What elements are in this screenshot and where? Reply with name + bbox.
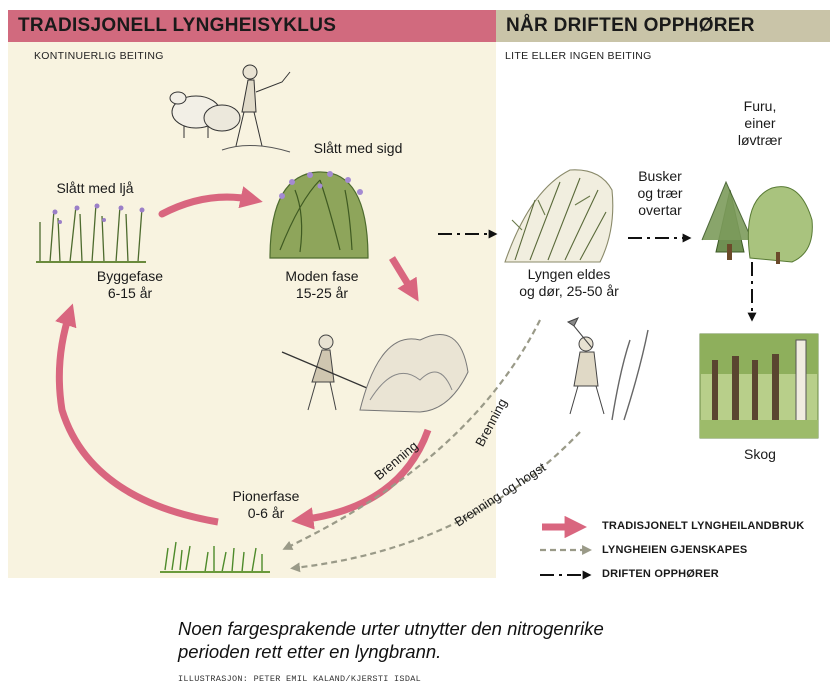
woodcutter-illustration [568, 318, 648, 420]
moden-fase-heather-illustration [270, 171, 368, 258]
byggefase-name: Byggefase [80, 268, 180, 285]
label-lyngen-eldes: Lyngen eldes og dør, 25-50 år [504, 266, 634, 300]
moden-fase-name: Moden fase [272, 268, 372, 285]
busker-line1: Busker [620, 168, 700, 185]
label-moden-fase: Moden fase 15-25 år [272, 268, 372, 302]
arrow-moden-to-burning [392, 258, 414, 294]
lyngen-line2: og dør, 25-50 år [504, 283, 634, 300]
label-byggefase: Byggefase 6-15 år [80, 268, 180, 302]
burning-heather-illustration [282, 334, 468, 412]
byggefase-heather-illustration [36, 204, 146, 263]
legend-item-opphorer: DRIFTEN OPPHØRER [602, 568, 719, 580]
busker-line3: overtar [620, 202, 700, 219]
furu-line2: einer [720, 115, 800, 132]
furu-line3: løvtrær [720, 132, 800, 149]
pine-juniper-trees-illustration [702, 182, 812, 264]
caption-line2: perioden rett etter en lyngbrann. [178, 640, 604, 663]
label-slatt-sigd: Slått med sigd [298, 140, 418, 157]
arrow-bygge-to-moden [162, 197, 254, 214]
label-busker-og-traer: Busker og trær overtar [620, 168, 700, 219]
arrow-brenning-hogst-recovery [294, 432, 580, 568]
legend-item-gjenskapes: LYNGHEIEN GJENSKAPES [602, 544, 747, 556]
lyngen-line1: Lyngen eldes [504, 266, 634, 283]
label-furu-einer: Furu, einer løvtrær [720, 98, 800, 149]
legend-item-tradisjonelt: TRADISJONELT LYNGHEILANDBRUK [602, 520, 804, 532]
pionerfase-name: Pionerfase [216, 488, 316, 505]
byggefase-years: 6-15 år [80, 285, 180, 302]
label-slatt-lja: Slått med ljå [40, 180, 150, 197]
moden-fase-years: 15-25 år [272, 285, 372, 302]
busker-line2: og trær [620, 185, 700, 202]
pionerfase-years: 0-6 år [216, 505, 316, 522]
sheep-and-farmer-illustration [170, 65, 290, 152]
pioner-sprouts-illustration [160, 542, 270, 572]
illustration-credit: ILLUSTRASJON: PETER EMIL KALAND/KJERSTI … [178, 674, 421, 684]
forest-illustration [700, 334, 818, 438]
caption-line1: Noen fargesprakende urter utnytter den n… [178, 617, 604, 640]
arrow-pioner-to-bygge [59, 312, 218, 522]
furu-line1: Furu, [720, 98, 800, 115]
label-skog: Skog [730, 446, 790, 463]
label-pionerfase: Pionerfase 0-6 år [216, 488, 316, 522]
dying-heather-illustration [505, 170, 613, 262]
figure-caption: Noen fargesprakende urter utnytter den n… [178, 617, 604, 663]
